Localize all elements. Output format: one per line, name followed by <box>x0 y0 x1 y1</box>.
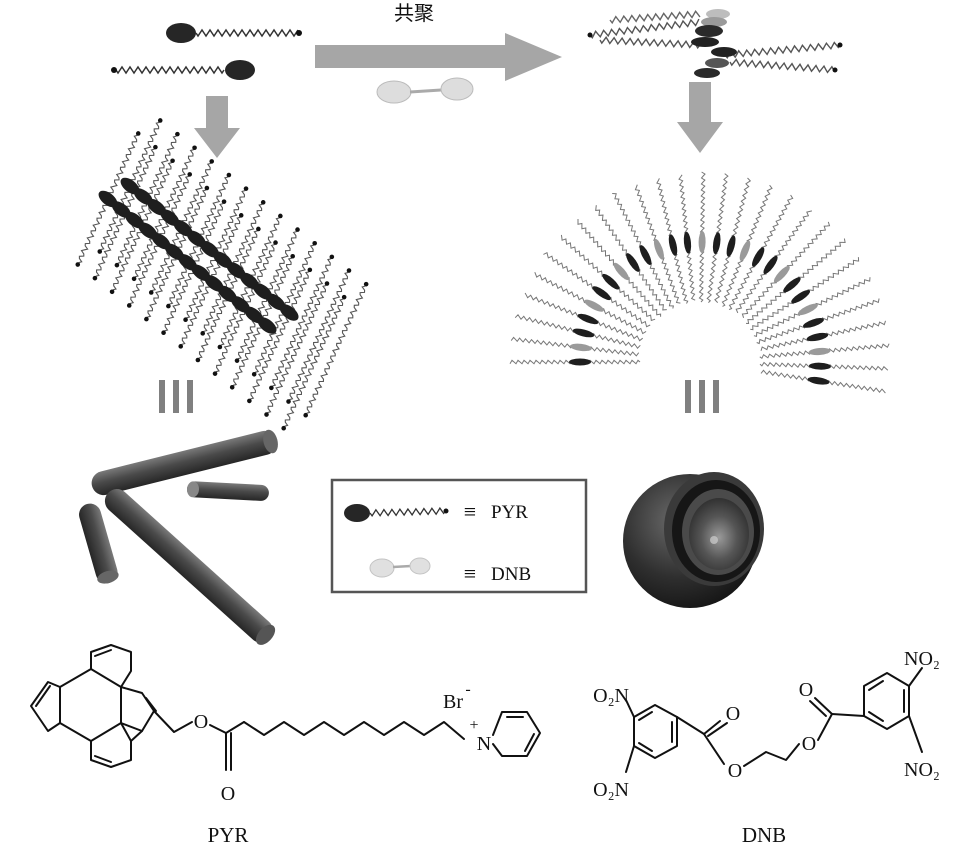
dnb-no2-c: NO₂ <box>904 648 940 670</box>
pyr-tail <box>115 65 225 75</box>
dnb-no2-a: O₂N <box>593 685 629 707</box>
dnb-no2-b: O₂N <box>593 779 629 801</box>
pyr-head <box>225 60 255 80</box>
nanorods <box>79 429 278 645</box>
pyr-nitrogen: N <box>477 733 491 755</box>
legend: ≡ PYR ≡ DNB <box>330 478 588 594</box>
dnb-dumbbell <box>376 77 474 104</box>
lamellar-stack <box>75 118 369 431</box>
dnb-no2-d: NO₂ <box>904 759 940 781</box>
pyr-counter-ion-charge: - <box>465 681 470 698</box>
mixed-cluster <box>587 9 843 78</box>
pyr-head <box>166 23 196 43</box>
pyr-counter-ion: Br <box>443 691 463 713</box>
process-label: 共聚 <box>394 2 434 25</box>
curved-bilayer <box>509 171 890 394</box>
legend-pyr-label: PYR <box>491 502 528 523</box>
pyr-ester-o: O <box>194 711 208 733</box>
pyr-monomers-top <box>111 23 302 80</box>
legend-dnb-icon <box>369 557 431 578</box>
vesicle <box>623 472 764 608</box>
dnb-caption: DNB <box>742 823 786 847</box>
dnb-carbonyl-left-o: O <box>726 703 740 725</box>
legend-pyr-icon <box>344 504 370 522</box>
down-arrow-left <box>194 96 240 158</box>
legend-dnb-label: DNB <box>491 564 531 585</box>
legend-dnb-equiv: ≡ <box>464 561 476 586</box>
equiv-symbol-left <box>159 380 193 413</box>
dnb-ester-right-o: O <box>802 733 816 755</box>
coassembly-arrow <box>315 33 562 81</box>
dnb-carbonyl-right-o: O <box>799 679 813 701</box>
down-arrow-right <box>677 82 723 153</box>
dnb-structure: O₂N O₂N O O O O NO₂ NO₂ <box>593 648 940 801</box>
equiv-symbol-right <box>685 380 719 413</box>
pyr-carbonyl-o: O <box>221 783 235 805</box>
pyr-structure: O O N + Br - <box>30 644 541 805</box>
dnb-ester-left-o: O <box>728 760 742 782</box>
pyr-tail <box>195 28 299 38</box>
legend-pyr-equiv: ≡ <box>464 499 476 524</box>
pyr-cation-charge: + <box>469 717 478 734</box>
pyr-caption: PYR <box>208 823 249 847</box>
